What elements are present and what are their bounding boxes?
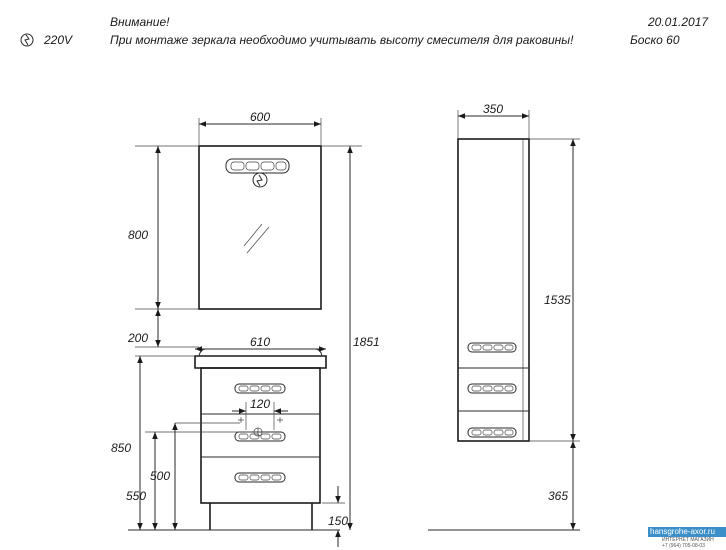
cabinet-outline [457, 138, 530, 442]
drain-height-label: 550 [126, 489, 146, 503]
watermark-subtitle: ИНТЕРНЕТ МАГАЗИН [662, 537, 714, 543]
watermark-brand: hansgrohe-axor.ru [648, 527, 726, 537]
date-label: 20.01.2017 [648, 15, 709, 29]
model-label: Боско 60 [630, 33, 680, 47]
cabinet-handle [467, 383, 517, 394]
cabinet-handle [467, 342, 517, 353]
basin [194, 348, 327, 369]
warning-title: Внимание! [110, 15, 170, 29]
handle-spacing-label: 120 [250, 397, 270, 411]
drawer-handle [234, 472, 286, 483]
voltage-label: 220V [44, 33, 73, 47]
mirror-outline [198, 145, 322, 310]
mirror-light-fixture [225, 158, 290, 174]
mirror-socket-icon [252, 172, 268, 188]
mirror-width-label: 600 [250, 110, 270, 124]
drawer-handle [234, 383, 286, 394]
watermark-phone: +7 (964) 705-08-03 [662, 543, 705, 549]
electric-socket-icon [20, 33, 34, 47]
basin-width-label: 610 [250, 335, 270, 349]
cabinet-width-label: 350 [483, 102, 503, 116]
vanity-height-label: 850 [111, 441, 131, 455]
mirror-reflection-marks [243, 223, 270, 254]
drawer-handle [234, 431, 286, 442]
cabinet-height-label: 1535 [544, 293, 571, 307]
leg-height-label: 150 [328, 514, 348, 528]
warning-text: При монтаже зеркала необходимо учитывать… [110, 33, 574, 47]
water-outlet-marks [238, 417, 283, 437]
mirror-height-label: 800 [128, 228, 148, 242]
vanity-body [200, 367, 321, 504]
cabinet-handle [467, 427, 517, 438]
watermark: hansgrohe-axor.ru ИНТЕРНЕТ МАГАЗИН +7 (9… [648, 527, 726, 550]
gap-label: 200 [127, 331, 148, 345]
total-height-label: 1851 [353, 335, 380, 349]
cabinet-floor-gap-label: 365 [548, 489, 568, 503]
vanity-legs [209, 503, 313, 530]
pipe-height-label: 500 [150, 469, 170, 483]
